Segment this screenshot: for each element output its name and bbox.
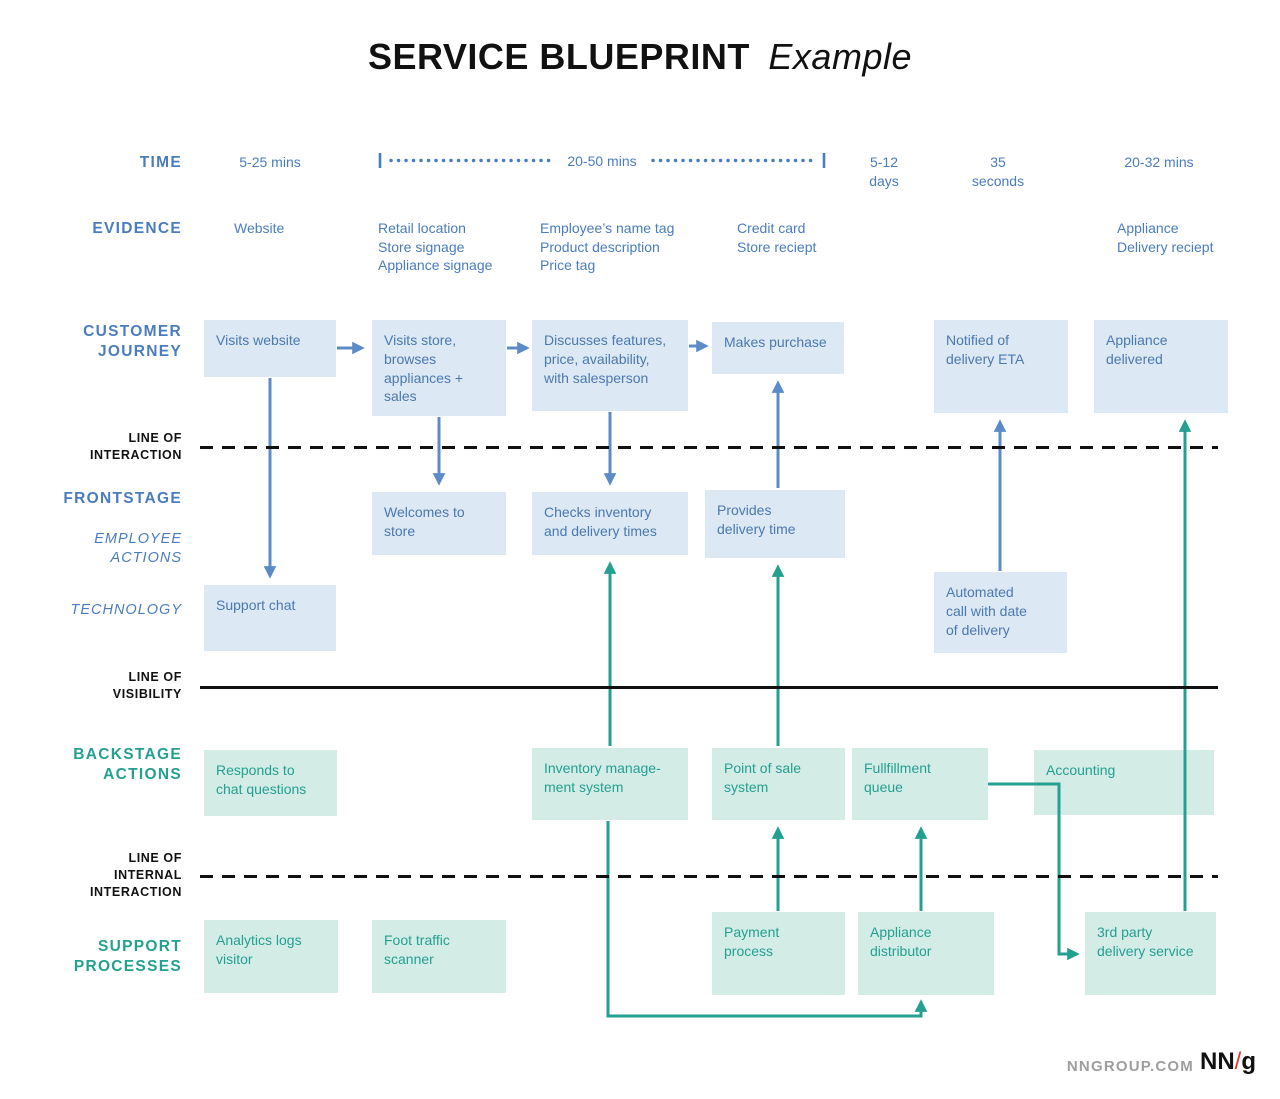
time-5-12-days: 5-12 days — [869, 154, 899, 189]
backstage-box-accounting: Accounting — [1034, 750, 1214, 815]
evidence-employee-name-tag: Employee’s name tag Product description … — [540, 220, 675, 274]
evidence-website: Website — [234, 220, 285, 236]
evidence-appliance: Appliance Delivery reciept — [1117, 220, 1214, 255]
page-title: SERVICE BLUEPRINT Example — [0, 36, 1280, 78]
row-label-evidence: EVIDENCE — [92, 220, 182, 237]
support-box-payment-process: Payment process — [712, 912, 845, 995]
support-box-third-party-delivery: 3rd party delivery service — [1085, 912, 1216, 995]
row-label-customer-journey: CUSTOMER JOURNEY — [83, 323, 182, 361]
support-box-appliance-distributor: Appliance distributor — [858, 912, 994, 995]
frontstage-box-checks-inventory: Checks inventory and delivery times — [532, 492, 688, 555]
row-label-line-of-visibility: LINE OF VISIBILITY — [112, 670, 182, 701]
logo-nn: NN — [1199, 1048, 1235, 1075]
backstage-box-responds-chat: Responds to chat questions — [204, 750, 337, 816]
time-35-seconds: 35 seconds — [971, 154, 1025, 189]
row-label-support-processes: SUPPORT PROCESSES — [73, 938, 182, 976]
time-20-32-mins: 20-32 mins — [1124, 154, 1194, 170]
journey-box-visits-website: Visits website — [204, 320, 336, 377]
line-of-interaction — [200, 446, 1218, 449]
evidence-credit-card: Credit card Store reciept — [737, 220, 817, 255]
backstage-box-pos-system: Point of sale system — [712, 748, 845, 820]
journey-box-appliance-delivered: Appliance delivered — [1094, 320, 1228, 413]
journey-box-visits-store: Visits store, browses appliances + sales — [372, 320, 506, 416]
line-of-visibility — [200, 686, 1218, 689]
nng-logo: NN/g — [1200, 1048, 1256, 1076]
support-box-analytics-logs: Analytics logs visitor — [204, 920, 338, 993]
time-5-25-mins: 5-25 mins — [239, 154, 301, 170]
row-label-line-of-internal-interaction: LINE OF INTERNAL INTERACTION — [89, 851, 182, 899]
journey-box-makes-purchase: Makes purchase — [712, 322, 844, 374]
title-main-text: SERVICE BLUEPRINT — [368, 36, 750, 77]
line-of-internal-interaction — [200, 875, 1218, 878]
row-label-employee-actions: EMPLOYEE ACTIONS — [94, 531, 182, 566]
time-20-50-mins: 20-50 mins — [567, 153, 637, 169]
technology-box-automated-call: Automated call with date of delivery — [934, 572, 1067, 653]
row-label-technology: TECHNOLOGY — [70, 602, 182, 618]
frontstage-box-welcomes-to-store: Welcomes to store — [372, 492, 506, 555]
row-label-line-of-interaction: LINE OF INTERACTION — [89, 431, 182, 462]
technology-box-support-chat: Support chat — [204, 585, 336, 651]
logo-g: g — [1241, 1048, 1256, 1075]
backstage-box-inventory-system: Inventory manage- ment system — [532, 748, 688, 820]
support-box-foot-traffic-scanner: Foot traffic scanner — [372, 920, 506, 993]
backstage-box-fulfillment-queue: Fullfillment queue — [852, 748, 988, 820]
journey-box-discusses-features: Discusses features, price, availability,… — [532, 320, 688, 411]
footer-site-url: NNGROUP.COM — [1066, 1058, 1194, 1075]
frontstage-box-provides-delivery-time: Provides delivery time — [705, 490, 845, 558]
logo-slash: / — [1234, 1048, 1242, 1075]
evidence-retail-location: Retail location Store signage Appliance … — [378, 220, 493, 274]
journey-box-notified-delivery-eta: Notified of delivery ETA — [934, 320, 1068, 413]
row-label-backstage-actions: BACKSTAGE ACTIONS — [73, 746, 182, 784]
row-label-frontstage: FRONTSTAGE — [63, 490, 182, 507]
row-label-time: TIME — [139, 154, 182, 171]
title-example-text: Example — [768, 36, 912, 77]
